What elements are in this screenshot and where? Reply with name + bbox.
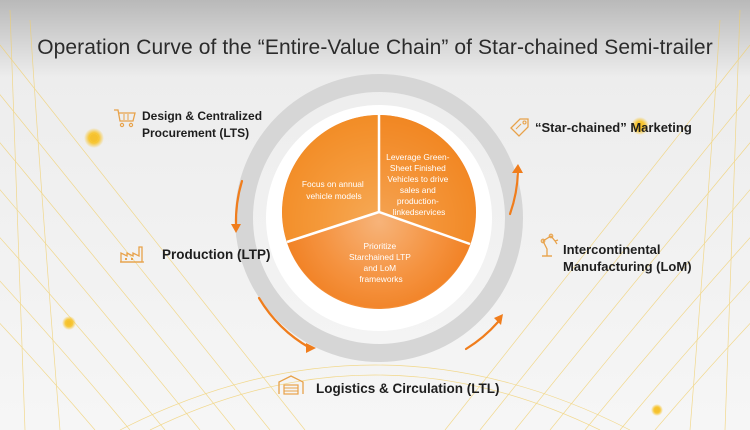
pie-segment-prioritize	[287, 212, 470, 308]
arrow-head-right	[512, 164, 523, 173]
arrow-head-bottom-right	[494, 314, 503, 325]
diagram-title: Operation Curve of the “Entire-Value Cha…	[37, 36, 713, 59]
segment-leverage-line-3: Vehicles to drive	[387, 174, 448, 184]
segment-focus-line-2: vehicle models	[306, 191, 361, 201]
segment-leverage-line-1: Leverage Green-	[386, 152, 450, 162]
stage-intercontinental-manufacturing: Intercontinental Manufacturing (LoM)	[563, 242, 692, 274]
stage-logistics-circulation: Logistics & Circulation (LTL)	[316, 381, 500, 396]
price-tag-icon	[510, 118, 529, 137]
stage-star-chained-marketing: “Star-chained” Marketing	[535, 120, 692, 135]
segment-leverage-line-6: linkedservices	[393, 207, 446, 217]
segment-leverage-line-5: production-	[397, 196, 439, 206]
stage-design-procurement: Design & Centralized Procurement (LTS)	[142, 109, 263, 140]
arrow-head-bottom-left	[306, 343, 316, 353]
outer-ring	[235, 74, 523, 362]
svg-text:Focus on annual vehicle mo: Focus on annual vehicle models	[302, 179, 366, 201]
svg-text:Prioritize Starchained LTP: Prioritize Starchained LTP and LoM frame…	[349, 241, 413, 284]
segment-leverage-line-4: sales and	[400, 185, 436, 195]
segment-prioritize-line-3: and LoM	[364, 263, 397, 273]
cycle-arrow-bottom-left	[257, 296, 312, 350]
segment-prioritize-line-4: frameworks	[359, 274, 402, 284]
arrow-head-left	[231, 224, 241, 233]
pie-segment-focus	[282, 115, 379, 242]
center-pie	[282, 115, 476, 309]
segment-leverage-line-2: Sheet Finished	[390, 163, 446, 173]
pie-segment-leverage	[379, 115, 476, 244]
factory-icon	[120, 246, 144, 263]
cycle-arrow-bottom-right	[464, 320, 500, 351]
robot-arm-icon	[540, 233, 559, 257]
warehouse-icon	[278, 375, 304, 395]
segment-prioritize-line-2: Starchained LTP	[349, 252, 411, 262]
segment-prioritize-line-1: Prioritize	[364, 241, 397, 251]
svg-text:Leverage Green- Sheet Fini: Leverage Green- Sheet Finished Vehicles …	[386, 152, 452, 217]
cart-icon	[114, 109, 136, 128]
stage-production: Production (LTP)	[162, 247, 271, 262]
segment-focus-line-1: Focus on annual	[302, 179, 364, 189]
